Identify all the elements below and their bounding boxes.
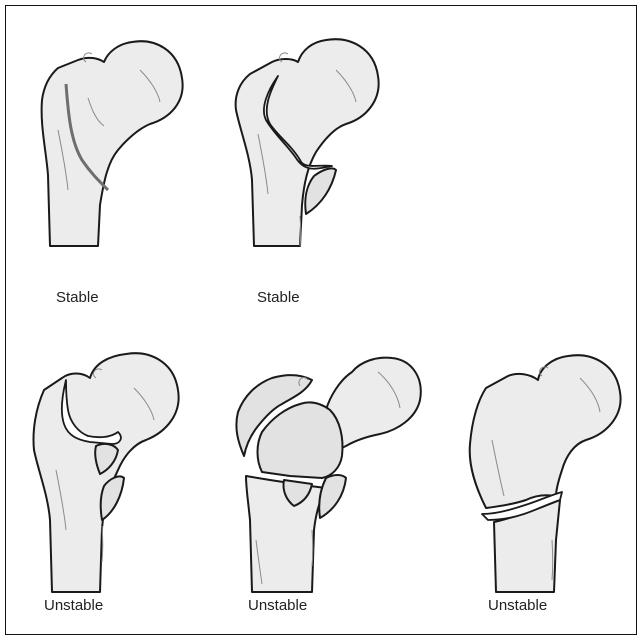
label-stable-2: Stable: [257, 289, 300, 306]
label-unstable-3: Unstable: [488, 597, 547, 614]
label-stable-1: Stable: [56, 289, 99, 306]
femur-unstable-2: [236, 358, 420, 592]
femur-stable-2: [236, 39, 379, 246]
femur-unstable-3: [470, 355, 621, 592]
label-unstable-2: Unstable: [248, 597, 307, 614]
femur-stable-1: [42, 41, 183, 246]
label-unstable-1: Unstable: [44, 597, 103, 614]
femur-unstable-1: [33, 353, 178, 592]
